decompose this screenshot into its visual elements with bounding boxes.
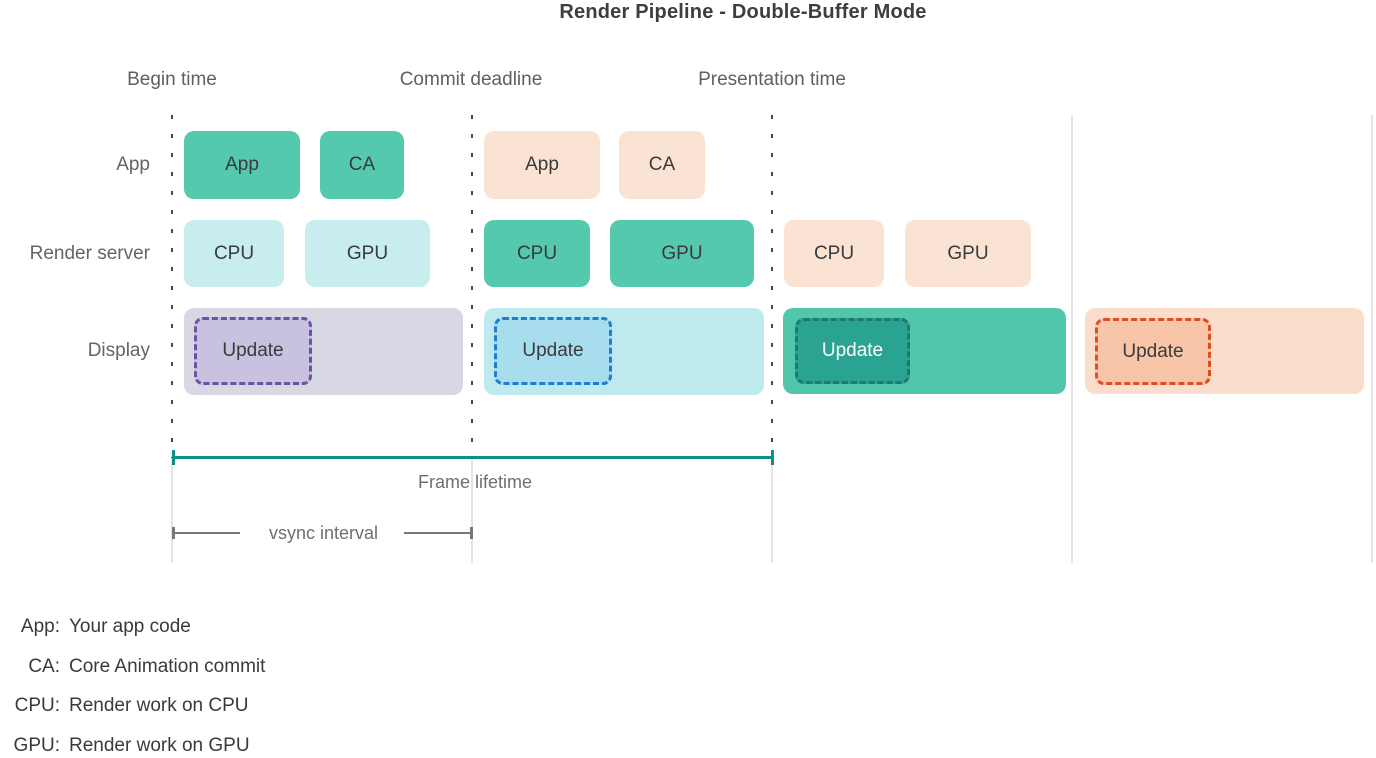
vsync-line-4 bbox=[1071, 115, 1073, 563]
row-label-display: Display bbox=[87, 340, 150, 361]
marker-commit-deadline: Commit deadline bbox=[399, 69, 543, 90]
frame2-cpu-block: CPU bbox=[484, 220, 590, 287]
frame1-gpu-block: GPU bbox=[305, 220, 430, 287]
vsync-interval-line-right bbox=[404, 532, 470, 534]
frame1-update-block: Update bbox=[194, 317, 312, 385]
frame-lifetime-line bbox=[173, 456, 773, 459]
vsync-interval-tick-right bbox=[470, 527, 473, 539]
marker-presentation-time: Presentation time bbox=[698, 69, 846, 90]
legend-text-ca: Core Animation commit bbox=[69, 656, 266, 677]
vsync-line-3-lower bbox=[771, 458, 773, 563]
frame1-cpu-block: CPU bbox=[184, 220, 284, 287]
frame-lifetime-tick-left bbox=[172, 450, 175, 465]
legend-text-cpu: Render work on CPU bbox=[69, 695, 249, 716]
frame2-display-buffer: Update bbox=[484, 308, 764, 395]
frame4-update-block: Update bbox=[1095, 318, 1211, 385]
frame1-display-buffer: Update bbox=[184, 308, 463, 395]
legend-item-cpu: CPU: Render work on CPU bbox=[5, 694, 249, 717]
vsync-line-2-lower bbox=[471, 458, 473, 563]
legend-abbr-gpu: GPU: bbox=[13, 735, 60, 756]
diagram-title: Render Pipeline - Double-Buffer Mode bbox=[559, 1, 927, 23]
frame1-ca-block: CA bbox=[320, 131, 404, 199]
vsync-interval-line-left bbox=[175, 532, 240, 534]
legend-item-ca: CA: Core Animation commit bbox=[5, 655, 265, 678]
legend-text-app: Your app code bbox=[69, 616, 191, 637]
frame2-update-block: Update bbox=[494, 317, 612, 385]
frame3-cpu-block: CPU bbox=[784, 220, 884, 287]
legend-abbr-cpu: CPU: bbox=[14, 695, 60, 716]
frame3-display-buffer: Update bbox=[783, 308, 1066, 394]
vsync-line-5 bbox=[1371, 115, 1373, 563]
legend-item-gpu: GPU: Render work on GPU bbox=[5, 734, 250, 757]
marker-begin-time: Begin time bbox=[127, 69, 217, 90]
frame1-app-block: App bbox=[184, 131, 300, 199]
row-label-app: App bbox=[116, 154, 150, 175]
row-label-render-server: Render server bbox=[29, 243, 150, 264]
vsync-line-2 bbox=[471, 115, 473, 458]
frame-lifetime-label: Frame lifetime bbox=[417, 472, 533, 492]
vsync-interval-tick-left bbox=[172, 527, 175, 539]
frame3-gpu-block: GPU bbox=[905, 220, 1031, 287]
vsync-interval-label: vsync interval bbox=[268, 523, 379, 543]
vsync-line-1-lower bbox=[171, 458, 173, 563]
legend-abbr-app: App: bbox=[20, 616, 60, 637]
vsync-line-3 bbox=[771, 115, 773, 458]
legend-item-app: App: Your app code bbox=[5, 615, 191, 638]
frame2-ca-block: CA bbox=[619, 131, 705, 199]
frame-lifetime-tick-right bbox=[771, 450, 774, 465]
legend-text-gpu: Render work on GPU bbox=[69, 735, 250, 756]
frame2-gpu-block: GPU bbox=[610, 220, 754, 287]
frame4-display-buffer: Update bbox=[1085, 308, 1364, 394]
legend-abbr-ca: CA: bbox=[28, 656, 60, 677]
vsync-line-1 bbox=[171, 115, 173, 458]
frame3-update-block: Update bbox=[795, 318, 910, 384]
frame2-app-block: App bbox=[484, 131, 600, 199]
